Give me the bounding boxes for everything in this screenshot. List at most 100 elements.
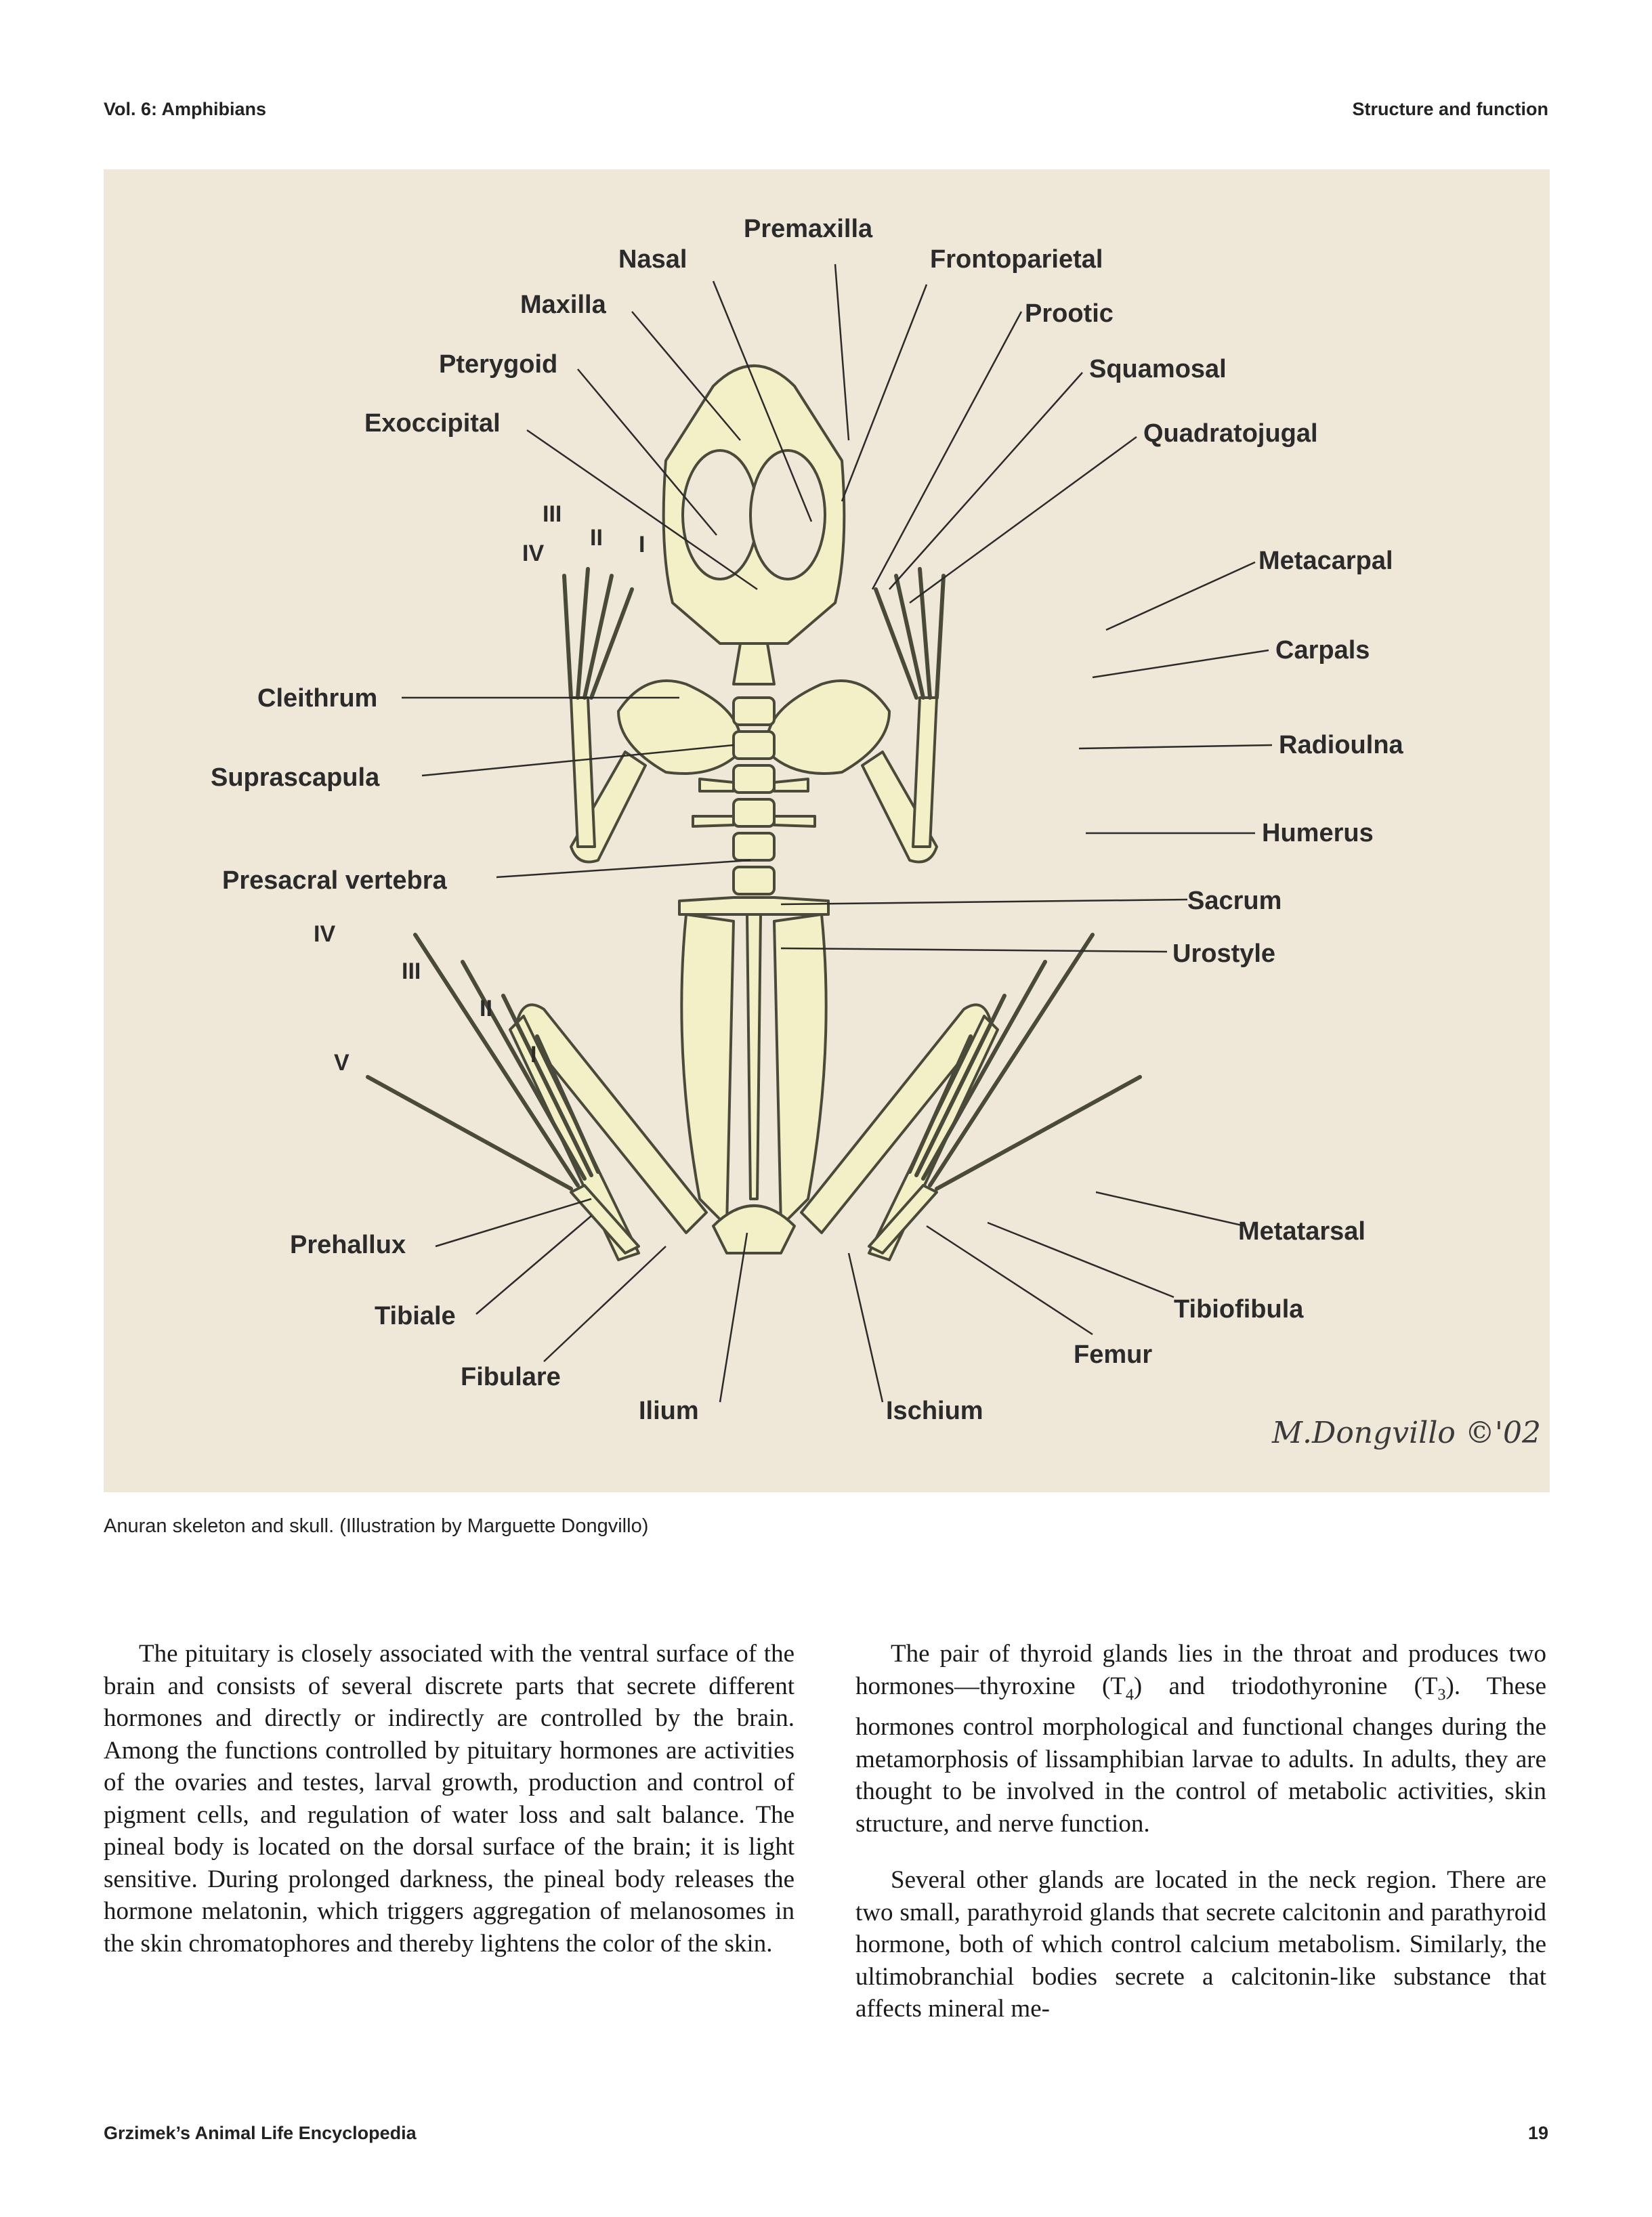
radioulna-right [912, 696, 938, 848]
hand-digit [918, 567, 932, 700]
label-premaxilla: Premaxilla [744, 215, 873, 243]
hand-digit-label: I [639, 532, 645, 557]
label-exoccipital: Exoccipital [364, 409, 501, 438]
label-prootic: Prootic [1025, 299, 1114, 328]
body-column-right: The pair of thyroid glands lies in the t… [855, 1638, 1546, 2050]
label-radioulna: Radioulna [1279, 731, 1404, 759]
foot-digit [921, 960, 1047, 1181]
leader-line [712, 280, 813, 522]
skeleton-figure: Premaxilla Nasal Frontoparietal Maxilla … [104, 169, 1550, 1492]
radioulna-left [570, 696, 596, 848]
figure-caption: Anuran skeleton and skull. (Illustration… [104, 1515, 649, 1537]
orbit-right [749, 449, 826, 580]
transverse-process [773, 815, 816, 828]
label-suprascapula: Suprascapula [211, 763, 380, 792]
label-metacarpal: Metacarpal [1258, 547, 1393, 575]
vertebra [732, 730, 776, 760]
foot-digit [501, 994, 593, 1177]
foot-digit [366, 1075, 573, 1191]
hand-digit [935, 574, 946, 700]
leader-line [631, 311, 741, 441]
skull-bone [732, 642, 776, 685]
body-column-left: The pituitary is closely associated with… [104, 1638, 795, 1984]
footer-publication: Grzimek’s Animal Life Encyclopedia [104, 2123, 417, 2143]
label-squamosal: Squamosal [1089, 355, 1227, 383]
leader-line [496, 859, 751, 879]
hand-digit [874, 587, 918, 700]
foot-digit [908, 1034, 973, 1174]
hand-digit [894, 574, 925, 700]
paragraph: Several other glands are located in the … [855, 1866, 1546, 2023]
leader-line [780, 947, 1168, 953]
vertebra [732, 696, 776, 726]
ischium-bone [712, 1204, 796, 1254]
foot-digit [413, 933, 580, 1187]
vertebra [732, 866, 776, 895]
label-quadratojugal: Quadratojugal [1143, 419, 1318, 448]
leader-line [909, 436, 1137, 604]
leader-line [1105, 561, 1256, 631]
label-carpals: Carpals [1275, 636, 1370, 664]
label-frontoparietal: Frontoparietal [930, 245, 1103, 274]
foot-digit [535, 1034, 600, 1174]
label-pterygoid: Pterygoid [439, 350, 557, 379]
foot-digit-label: IV [314, 921, 335, 947]
leader-line [526, 429, 758, 591]
ilium-left [680, 913, 735, 1227]
label-humerus: Humerus [1262, 819, 1374, 847]
leader-line [987, 1221, 1174, 1298]
leader-line [1092, 649, 1269, 679]
foot-digit [461, 960, 587, 1181]
leader-line [889, 372, 1083, 590]
hand-digit-label: IV [522, 541, 544, 566]
label-femur: Femur [1074, 1340, 1152, 1369]
foot-digit [935, 1075, 1142, 1191]
hand-digit [589, 587, 634, 700]
hand-digit-label: II [590, 525, 603, 551]
label-maxilla: Maxilla [520, 291, 607, 319]
ilium-right [773, 913, 828, 1227]
label-tibiale: Tibiale [375, 1302, 456, 1330]
tarsal-right [868, 1184, 938, 1254]
running-header-volume: Vol. 6: Amphibians [104, 99, 267, 119]
transverse-process [773, 778, 809, 793]
label-metatarsal: Metatarsal [1238, 1217, 1365, 1246]
foot-digit [928, 933, 1095, 1187]
foot-digit-label: III [402, 958, 421, 984]
foot-digit-label: II [480, 996, 492, 1021]
hand-digit [576, 567, 590, 700]
transverse-process [698, 778, 735, 793]
artist-signature: M.Dongvillo ©'02 [1271, 1416, 1541, 1450]
foot-digit-label: I [530, 1042, 536, 1068]
leader-line [577, 368, 717, 536]
leader-line [847, 1252, 884, 1403]
label-tibiofibula: Tibiofibula [1174, 1295, 1304, 1324]
leader-line [926, 1225, 1093, 1336]
leader-line [841, 284, 928, 502]
urostyle-bone [746, 913, 762, 1200]
leader-line [435, 1198, 592, 1248]
sacrum-bone [678, 896, 830, 916]
page-number: 19 [1527, 2123, 1548, 2143]
vertebra [732, 832, 776, 862]
leader-line [871, 311, 1023, 590]
vertebra [732, 764, 776, 794]
label-prehallux: Prehallux [290, 1231, 406, 1259]
transverse-process [692, 815, 735, 828]
paragraph: The pair of thyroid glands lies in the t… [855, 1640, 1546, 1838]
hand-digit [562, 574, 573, 700]
leader-line [1095, 1191, 1246, 1227]
label-ilium: Ilium [639, 1397, 699, 1425]
running-header-section: Structure and function [1352, 99, 1549, 119]
label-sacrum: Sacrum [1187, 887, 1282, 915]
label-urostyle: Urostyle [1172, 939, 1275, 968]
leader-line [543, 1246, 666, 1362]
vertebra [732, 798, 776, 828]
leader-line [780, 898, 1188, 906]
hand-digit [583, 574, 614, 700]
paragraph: The pituitary is closely associated with… [104, 1640, 795, 1958]
hand-digit-label: III [543, 501, 562, 527]
label-fibulare: Fibulare [461, 1363, 561, 1391]
leader-line [1078, 744, 1273, 750]
leader-line [719, 1232, 748, 1403]
